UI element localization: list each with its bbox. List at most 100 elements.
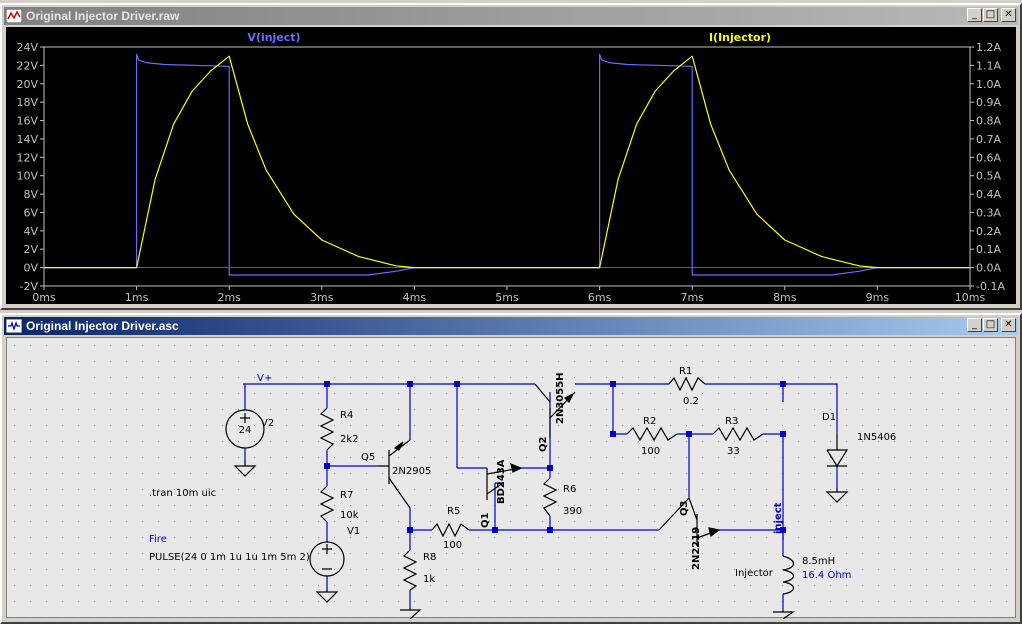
- q2-model[interactable]: 2N3055H: [555, 372, 566, 424]
- schematic-window-controls: _ □ ✕: [967, 318, 1016, 332]
- y-right-tick-label: 1.1A: [976, 59, 1001, 72]
- trace-label-current[interactable]: I(Injector): [709, 31, 771, 44]
- q3-name[interactable]: Q3: [679, 500, 690, 516]
- inductor-name[interactable]: Injector: [735, 568, 774, 579]
- pulse-spec[interactable]: PULSE(24 0 1m 1u 1u 1m 5m 2): [149, 552, 310, 563]
- series-voltage-line[interactable]: [44, 53, 970, 276]
- q1-model[interactable]: BD243A: [496, 459, 507, 504]
- waveform-plot[interactable]: 24V22V20V18V16V14V12V10V8V6V4V2V0V-2V1.2…: [6, 27, 1016, 304]
- r7-value[interactable]: 10k: [340, 510, 359, 521]
- r4-value[interactable]: 2k2: [340, 434, 359, 445]
- schematic-close-button[interactable]: ✕: [1001, 318, 1016, 332]
- waveform-titlebar[interactable]: Original Injector Driver.raw _ □ ✕: [4, 7, 1018, 25]
- minimize-button[interactable]: _: [967, 8, 982, 22]
- y-left-tick-label: 16V: [16, 115, 38, 128]
- d1-name[interactable]: D1: [822, 412, 836, 423]
- inductor-value[interactable]: 8.5mH: [802, 556, 835, 567]
- schematic-app-icon: [6, 319, 22, 333]
- q5-name[interactable]: Q5: [361, 452, 375, 463]
- q1-name[interactable]: Q1: [480, 512, 491, 528]
- r8-name[interactable]: R8: [423, 552, 436, 563]
- x-tick-label: 2ms: [217, 291, 241, 304]
- schematic-restore-button[interactable]: □: [983, 318, 998, 332]
- y-left-tick-label: 8V: [23, 188, 38, 201]
- schematic-minimize-button[interactable]: _: [967, 318, 982, 332]
- voltage-source-v1[interactable]: [309, 541, 345, 577]
- restore-button[interactable]: □: [983, 8, 998, 22]
- r4-name[interactable]: R4: [340, 410, 353, 421]
- r5-value[interactable]: 100: [443, 540, 462, 551]
- series-current-line[interactable]: [44, 55, 970, 269]
- resistor-r1[interactable]: [668, 376, 706, 392]
- q5-model[interactable]: 2N2905: [392, 466, 431, 477]
- sim-directive[interactable]: .tran 10m uic: [149, 488, 216, 499]
- y-right-tick-label: 0.0A: [976, 262, 1001, 275]
- transistor-q5[interactable]: [379, 439, 411, 509]
- r2-value[interactable]: 100: [641, 446, 660, 457]
- y-left-tick-label: 20V: [16, 78, 38, 91]
- x-tick-label: 10ms: [955, 291, 986, 304]
- v2-name[interactable]: V2: [261, 418, 274, 429]
- plot-frame: [43, 46, 971, 287]
- inductor-resistance[interactable]: 16.4 Ohm: [802, 570, 851, 581]
- v1-name[interactable]: V1: [347, 526, 360, 537]
- q2-name[interactable]: Q2: [538, 436, 549, 452]
- r8-value[interactable]: 1k: [423, 574, 435, 585]
- close-button[interactable]: ✕: [1001, 8, 1016, 22]
- trace-label-voltage[interactable]: V(inject): [247, 31, 300, 44]
- r1-name[interactable]: R1: [679, 366, 692, 377]
- fire-net-label[interactable]: Fire: [149, 534, 167, 545]
- diode-d1[interactable]: [826, 434, 849, 468]
- x-tick-label: 1ms: [125, 291, 149, 304]
- d1-model[interactable]: 1N5406: [857, 432, 896, 443]
- schematic-junctions: [324, 381, 786, 533]
- r3-name[interactable]: R3: [725, 416, 738, 427]
- r2-name[interactable]: R2: [643, 416, 656, 427]
- resistor-r5[interactable]: [431, 522, 470, 538]
- y-left-tick-label: 10V: [16, 170, 38, 183]
- resistor-r4[interactable]: [319, 407, 335, 451]
- resistor-r2[interactable]: [626, 426, 678, 442]
- schematic-titlebar[interactable]: Original Injector Driver.asc _ □ ✕: [4, 317, 1018, 335]
- inject-net-label[interactable]: inject: [773, 502, 784, 534]
- v2-value[interactable]: 24: [239, 425, 252, 436]
- resistor-r8[interactable]: [402, 549, 418, 591]
- y-left-tick-label: 12V: [16, 151, 38, 164]
- y-left-tick-label: 14V: [16, 133, 38, 146]
- resistor-r7[interactable]: [319, 485, 335, 523]
- schematic-drawing[interactable]: V+ V2 24 R4 2k2 Q5 2N2905 R7 10k V1 R8 1…: [7, 338, 1017, 620]
- transistor-q2[interactable]: [534, 383, 576, 438]
- y-left-tick-label: 24V: [16, 41, 38, 54]
- transistor-q1[interactable]: [486, 463, 523, 500]
- inductor-injector[interactable]: [782, 555, 795, 595]
- resistor-r3[interactable]: [712, 426, 764, 442]
- q3-model[interactable]: 2N2219: [691, 527, 702, 570]
- r6-value[interactable]: 390: [563, 506, 582, 517]
- x-tick-label: 3ms: [310, 291, 334, 304]
- schematic-canvas[interactable]: V+ V2 24 R4 2k2 Q5 2N2905 R7 10k V1 R8 1…: [6, 337, 1017, 620]
- r7-name[interactable]: R7: [340, 490, 353, 501]
- r5-name[interactable]: R5: [447, 506, 460, 517]
- transistor-q3[interactable]: [658, 497, 721, 546]
- y-left-tick-label: 2V: [23, 243, 38, 256]
- x-tick-label: 8ms: [773, 291, 797, 304]
- y-right-tick-label: 0.5A: [976, 170, 1001, 183]
- y-right-tick-label: 0.9A: [976, 96, 1001, 109]
- y-left-tick-label: 22V: [16, 59, 38, 72]
- ground-symbols: [233, 460, 849, 620]
- waveform-window: Original Injector Driver.raw _ □ ✕ 24V 22…: [0, 3, 1022, 310]
- y-right-tick-label: 0.3A: [976, 206, 1001, 219]
- y-right-tick-label: -0.1A: [976, 280, 1005, 293]
- voltage-source-v2[interactable]: [225, 409, 265, 449]
- r6-name[interactable]: R6: [563, 484, 576, 495]
- schematic-grid: [7, 338, 1017, 619]
- x-tick-label: 7ms: [680, 291, 704, 304]
- y-left-tick-label: 4V: [23, 225, 38, 238]
- waveform-window-controls: _ □ ✕: [967, 8, 1016, 22]
- vplus-net-label[interactable]: V+: [257, 373, 272, 384]
- r1-value[interactable]: 0.2: [683, 396, 699, 407]
- r3-value[interactable]: 33: [727, 446, 740, 457]
- resistor-r6[interactable]: [542, 477, 558, 517]
- y-left-tick-label: 18V: [16, 96, 38, 109]
